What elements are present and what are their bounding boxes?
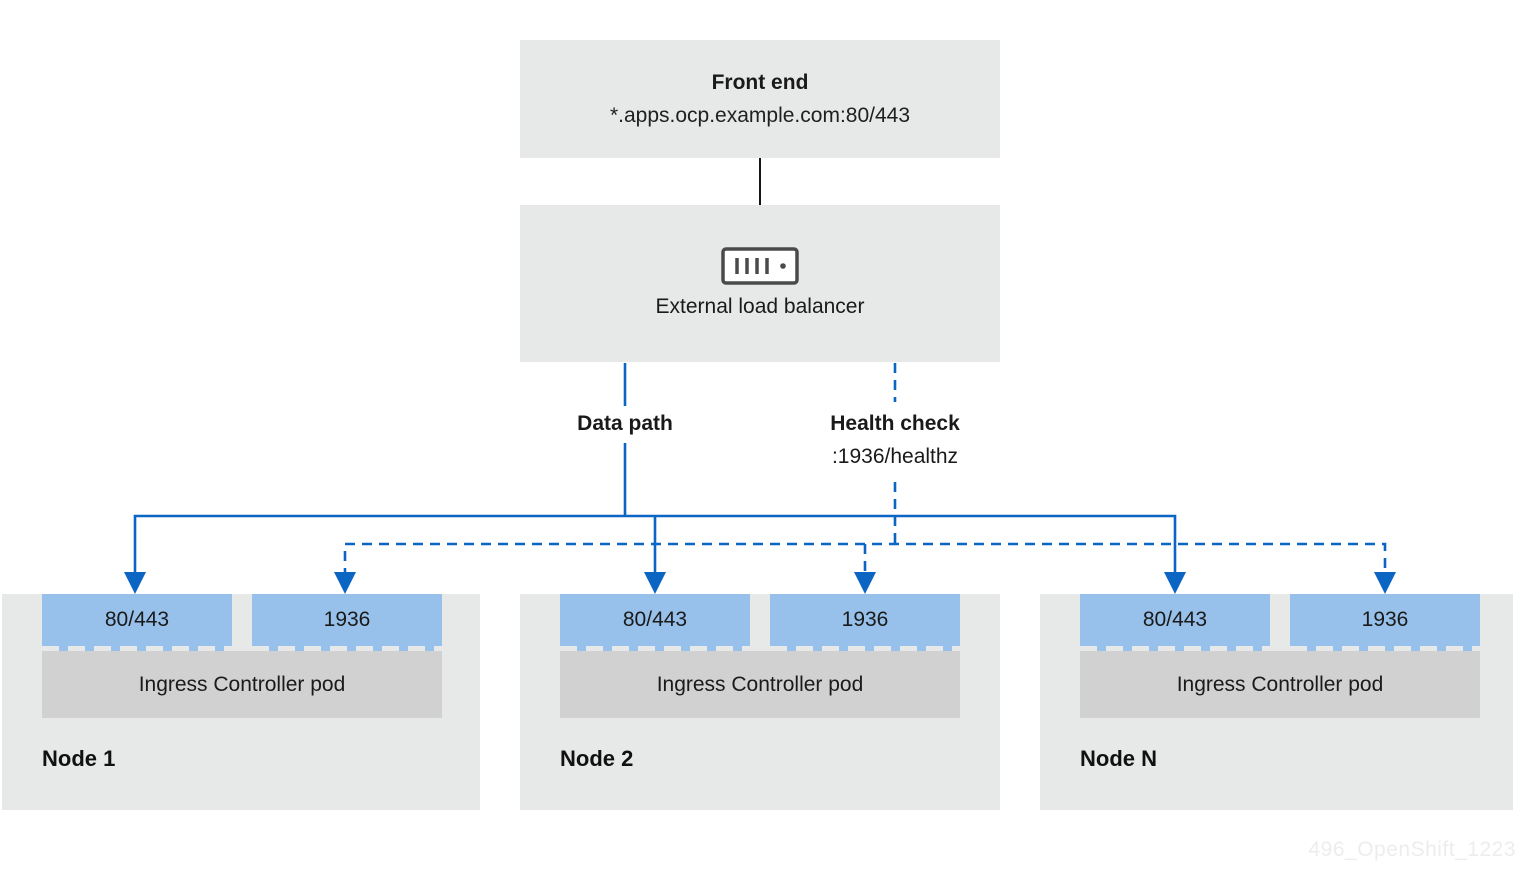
front-end-box: Front end *.apps.ocp.example.com:80/443 [520, 40, 1000, 158]
node-1-label: Node 1 [42, 746, 116, 771]
load-balancer-label: External load balancer [655, 295, 865, 318]
node-2-ingress-pod-box: Ingress Controller pod [560, 651, 960, 718]
server-icon [721, 247, 799, 285]
node-1-ingress-pod-box: Ingress Controller pod [42, 651, 442, 718]
node-n-ingress-pod-box: Ingress Controller pod [1080, 651, 1480, 718]
node-2-port-stats: 1936 [770, 594, 960, 651]
health-check-endpoint: :1936/healthz [831, 445, 959, 468]
node-n-port-http: 80/443 [1080, 594, 1270, 651]
health-check-lines [343, 363, 1387, 578]
front-end-title: Front end [711, 71, 809, 94]
node-n-box: 80/443 1936 Ingress Controller pod Node … [1040, 594, 1513, 810]
health-check-label: Health check [830, 412, 960, 435]
load-balancer-box: External load balancer [520, 205, 1000, 362]
data-path-lines [133, 363, 1177, 578]
node-n-port-stats: 1936 [1290, 594, 1480, 651]
data-path-label: Data path [577, 412, 673, 435]
node-2-port-http: 80/443 [560, 594, 750, 651]
node-1-port-http: 80/443 [42, 594, 232, 651]
node-2-label: Node 2 [560, 746, 634, 771]
node-1-port-stats: 1936 [252, 594, 442, 651]
node-2-box: 80/443 1936 Ingress Controller pod Node … [520, 594, 1000, 810]
front-end-address: *.apps.ocp.example.com:80/443 [609, 104, 911, 127]
node-1-box: 80/443 1936 Ingress Controller pod Node … [2, 594, 480, 810]
watermark: 496_OpenShift_1223 [1308, 838, 1516, 861]
node-n-label: Node N [1080, 746, 1157, 771]
arrowheads [124, 572, 1396, 594]
